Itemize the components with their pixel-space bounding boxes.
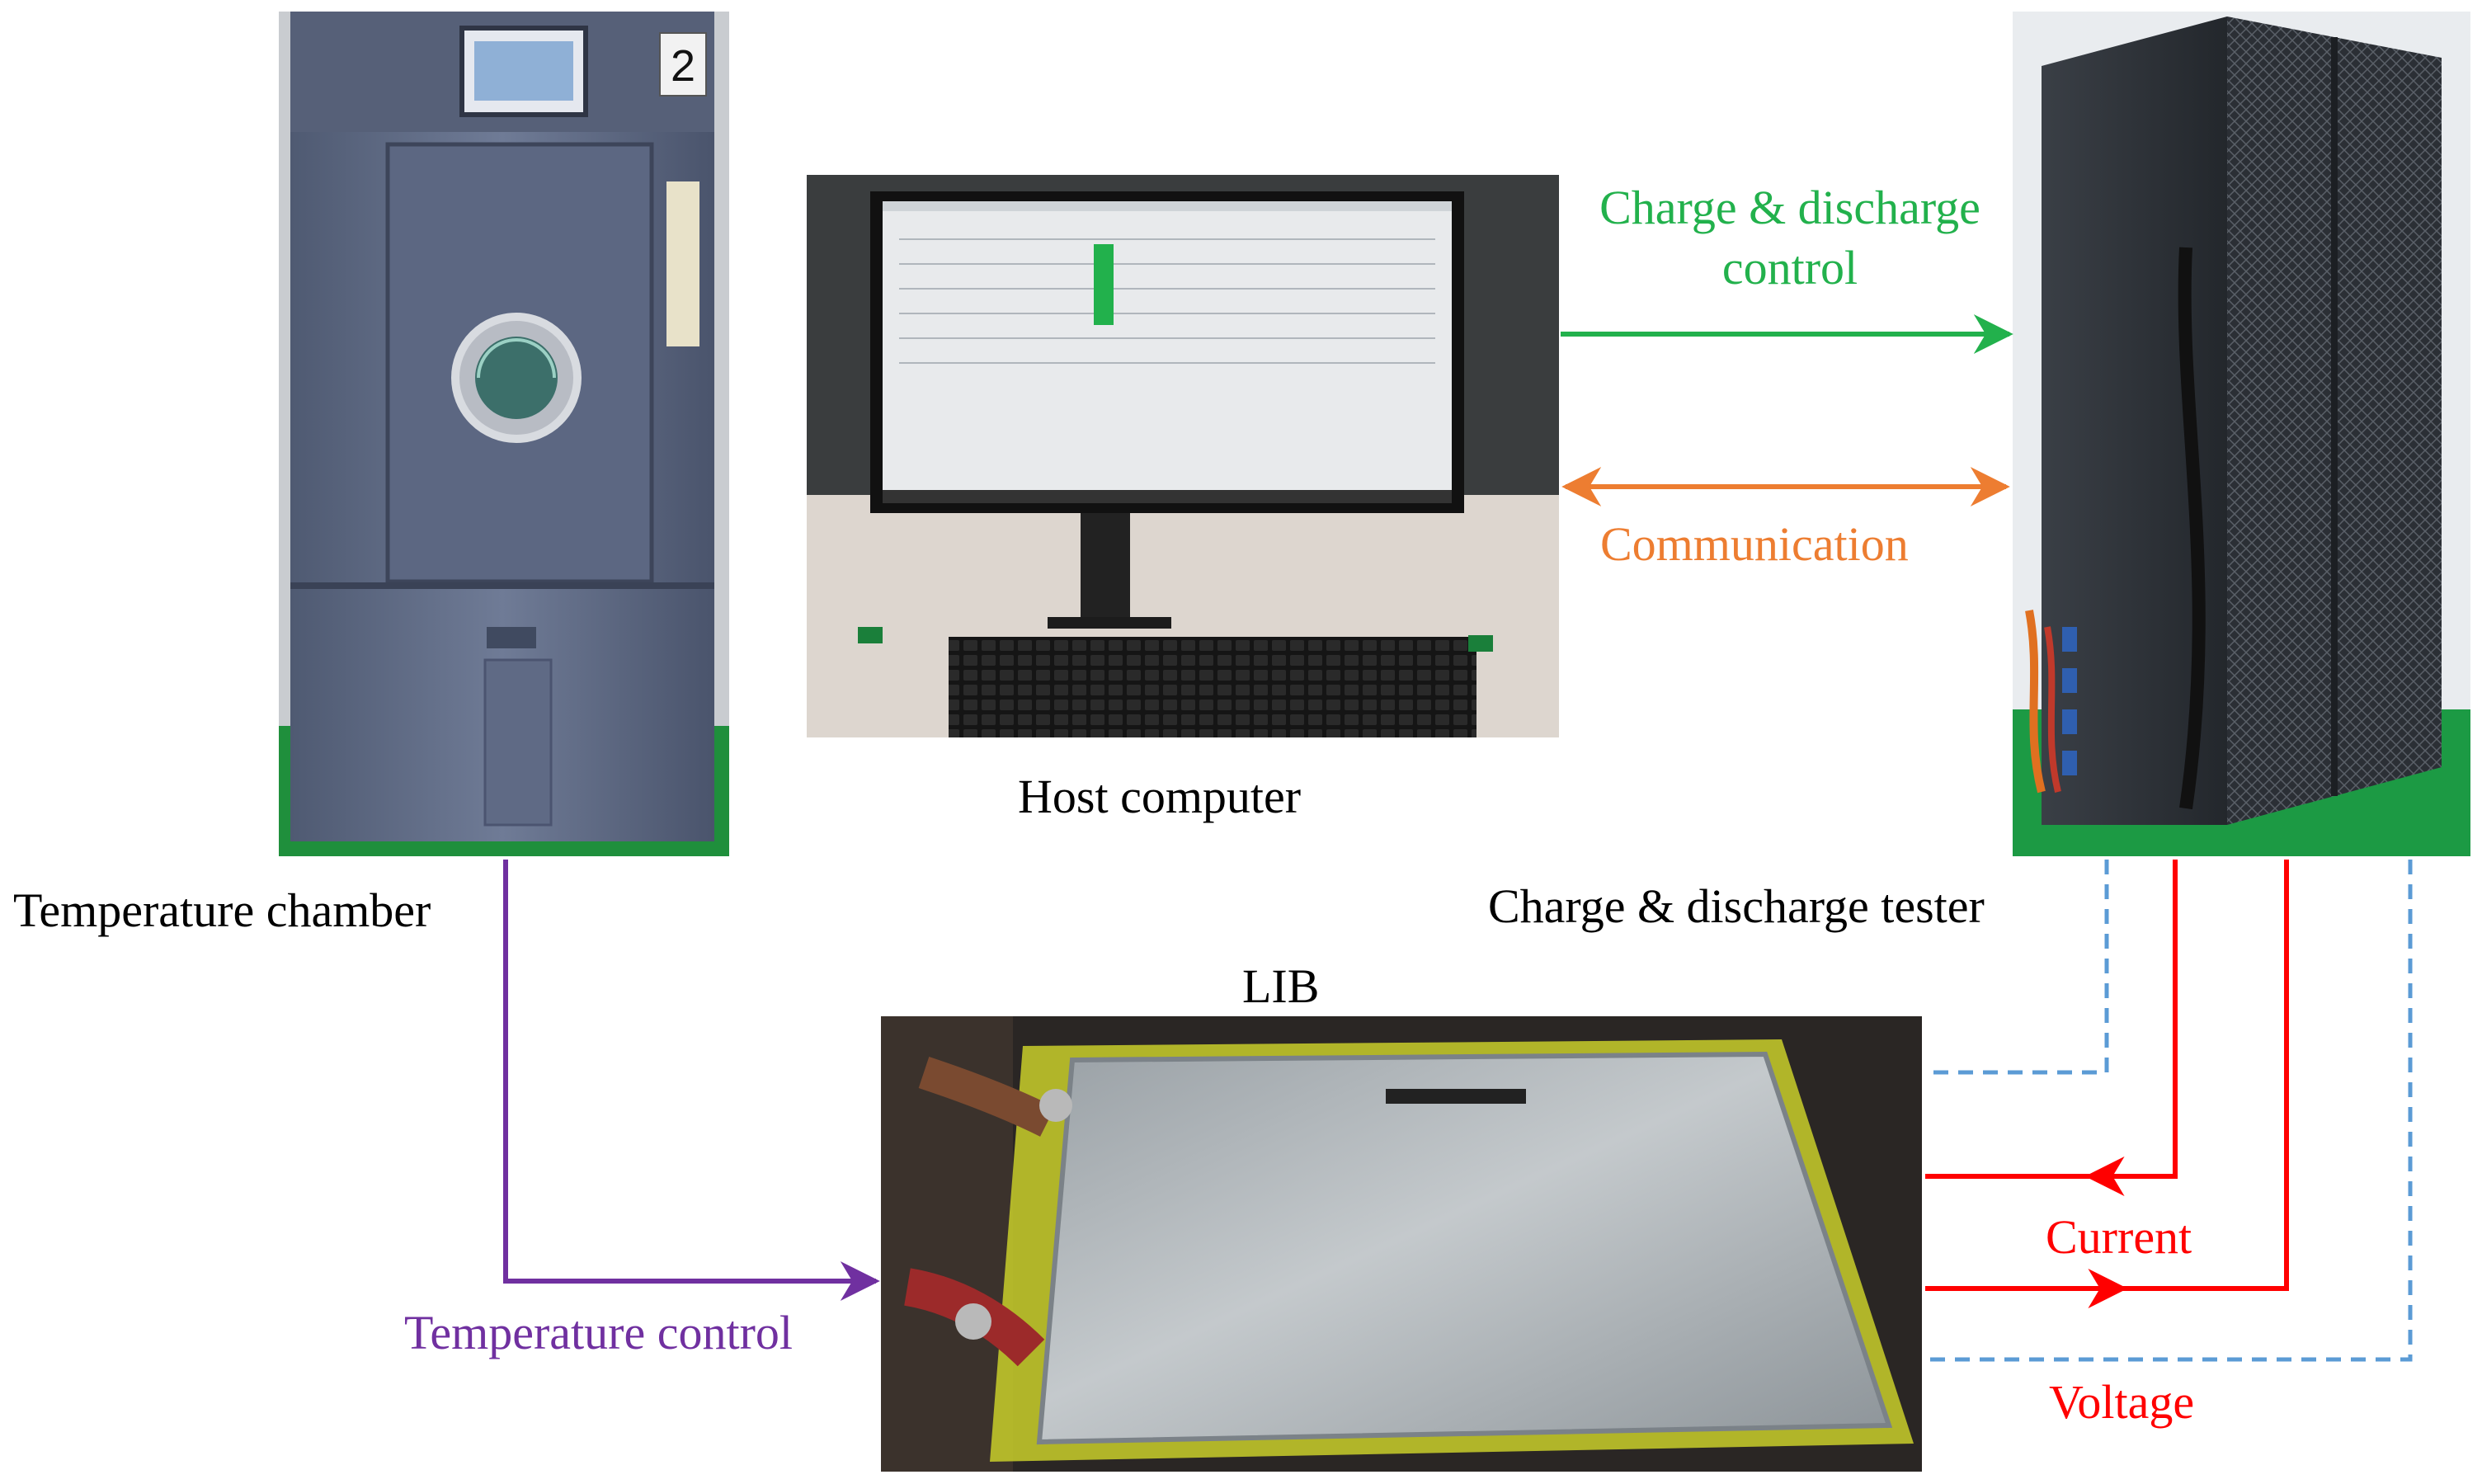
host-computer-label: Host computer bbox=[1018, 770, 1302, 823]
temperature-chamber-label: Temperature chamber bbox=[13, 883, 431, 937]
current-line-in bbox=[2084, 860, 2178, 1196]
charge-discharge-tester-photo bbox=[2013, 12, 2470, 856]
communication-label: Communication bbox=[1600, 517, 1909, 571]
lib-label: LIB bbox=[1242, 959, 1320, 1013]
temperature-chamber-photo: 2 bbox=[279, 12, 729, 856]
charge-control-label: Charge & discharge control bbox=[1571, 178, 2009, 298]
current-line-out-tail bbox=[2116, 860, 2289, 1291]
charge-control-label-line2: control bbox=[1721, 240, 1858, 294]
voltage-sense-line-bottom bbox=[1925, 860, 2413, 1362]
current-label: Current bbox=[2046, 1210, 2192, 1264]
temperature-control-arrow bbox=[503, 860, 880, 1301]
lib-photo bbox=[881, 1016, 1922, 1472]
voltage-label: Voltage bbox=[2049, 1375, 2195, 1429]
chamber-number-plate: 2 bbox=[671, 41, 695, 91]
host-computer-photo bbox=[807, 175, 1559, 737]
charge-control-label-line1: Charge & discharge bbox=[1599, 181, 1980, 234]
temperature-control-label: Temperature control bbox=[404, 1306, 793, 1359]
voltage-sense-line-top bbox=[1925, 860, 2109, 1075]
charge-discharge-tester-label: Charge & discharge tester bbox=[1488, 879, 1985, 933]
